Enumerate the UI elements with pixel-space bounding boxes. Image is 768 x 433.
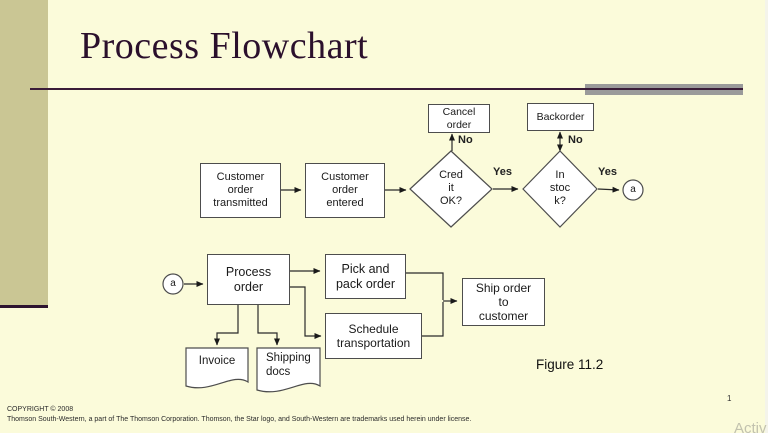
- node-customer-order-entered: Customer order entered: [305, 163, 385, 218]
- connector-a-bottom-label: a: [170, 278, 176, 289]
- edge-label-credit-no: No: [458, 134, 473, 146]
- edge-label-stock-no: No: [568, 134, 583, 146]
- arrow-process-to-shipping-docs: [257, 303, 280, 346]
- node-customer-order-transmitted: Customer order transmitted: [200, 163, 281, 218]
- in-stock-diamond: [522, 150, 598, 228]
- node-schedule-transportation: Schedule transportation: [325, 313, 422, 359]
- arrow-process-to-schedule: [289, 286, 322, 339]
- connector-schedule-to-junction: [421, 302, 444, 337]
- activation-watermark: Activ: [734, 420, 767, 433]
- connector-a-circle-bottom: [162, 273, 184, 295]
- edge-label-stock-yes: Yes: [598, 166, 617, 178]
- edge-label-credit-yes: Yes: [493, 166, 512, 178]
- node-cancel-order: Cancel order: [428, 104, 490, 133]
- arrow-process-to-invoice: [214, 303, 239, 346]
- invoice-label: Invoice: [198, 355, 236, 367]
- connector-a-circle-top: [622, 179, 644, 201]
- right-edge-strip: [765, 0, 768, 433]
- copyright-footer: COPYRIGHT © 2008 Thomson South-Western, …: [7, 405, 471, 425]
- connector-pick-to-junction: [405, 272, 444, 300]
- credit-ok-diamond-label: Cred it OK?: [439, 169, 463, 208]
- arrow-stock-yes-to-connector: [597, 186, 620, 193]
- credit-ok-diamond: [409, 150, 493, 228]
- shipping-docs-label: Shipping docs: [266, 352, 311, 378]
- invoice-document-shape: [185, 347, 249, 389]
- node-ship-order-to-customer: Ship order to customer: [462, 278, 545, 326]
- left-accent-sidebar: [0, 0, 48, 308]
- slide-title: Process Flowchart: [80, 25, 369, 67]
- page-number: 1: [727, 394, 732, 403]
- title-underline: [30, 88, 743, 90]
- copyright-line: COPYRIGHT © 2008: [7, 406, 74, 413]
- node-backorder: Backorder: [527, 103, 594, 131]
- license-line: Thomson South-Western, a part of The Tho…: [7, 416, 472, 424]
- figure-caption: Figure 11.2: [536, 357, 604, 372]
- node-process-order: Process order: [207, 254, 290, 305]
- node-pick-and-pack-order: Pick and pack order: [325, 254, 406, 299]
- in-stock-diamond-label: In stoc k?: [549, 169, 571, 208]
- shipping-docs-document-shape: [256, 347, 321, 393]
- connector-a-top-label: a: [630, 184, 636, 195]
